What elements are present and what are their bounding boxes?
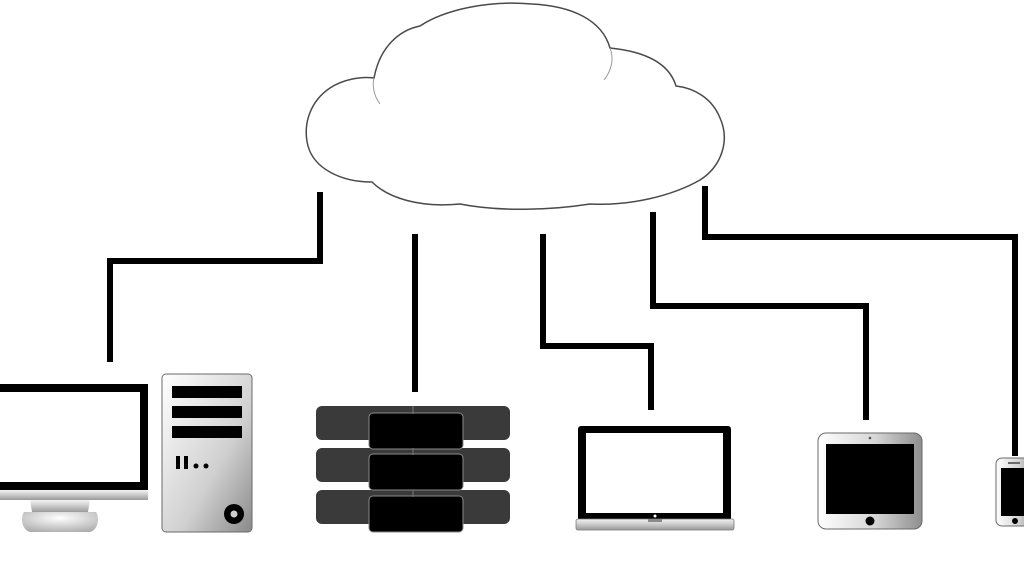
monitor-icon (0, 384, 148, 532)
tablet-icon (817, 432, 923, 530)
connection-lines (107, 186, 1018, 456)
connection-line-laptop (540, 234, 654, 410)
server-icon (316, 406, 510, 533)
connection-line-desktop (107, 192, 323, 362)
smartphone-icon (995, 457, 1024, 527)
connection-line-smartphone (702, 186, 1018, 456)
connection-line-tablet (650, 212, 869, 420)
cloud-icon (305, 2, 725, 210)
computer-tower-icon (161, 373, 253, 533)
laptop-icon (575, 426, 735, 531)
